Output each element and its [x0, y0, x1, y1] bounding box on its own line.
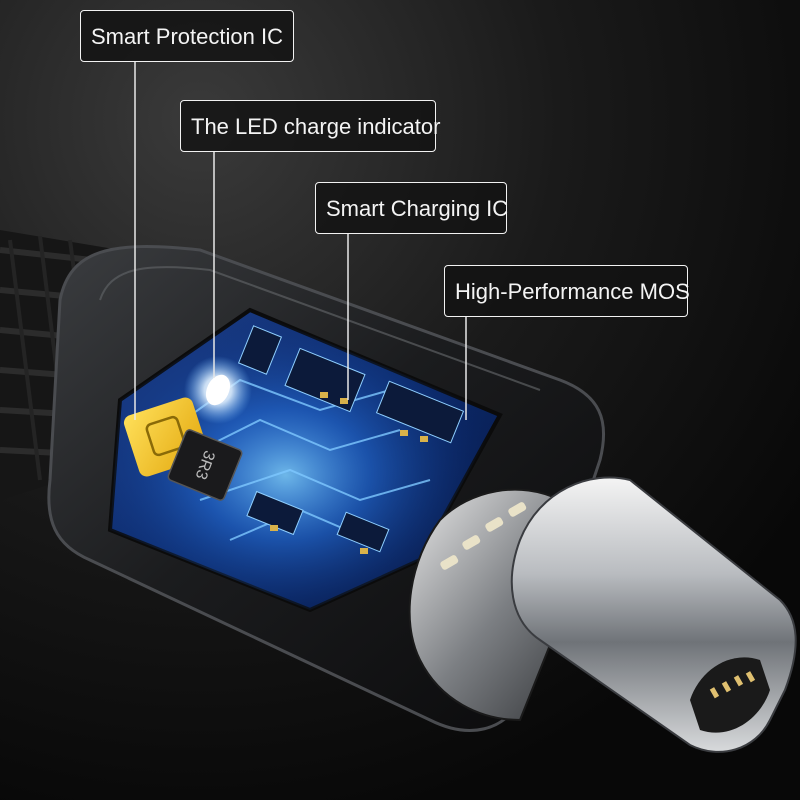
- led-indicator: [184, 356, 252, 424]
- inductor-chip: 3R3: [167, 429, 243, 501]
- usb-c-tip: [510, 476, 797, 753]
- callout-smart-charging-ic: Smart Charging IC: [315, 182, 508, 234]
- callout-smart-protection-ic: Smart Protection IC: [80, 10, 294, 62]
- callout-high-performance-mos: High-Performance MOS: [444, 265, 690, 317]
- callout-led-charge-indicator: The LED charge indicator: [180, 100, 440, 152]
- leader-lines: [134, 62, 467, 420]
